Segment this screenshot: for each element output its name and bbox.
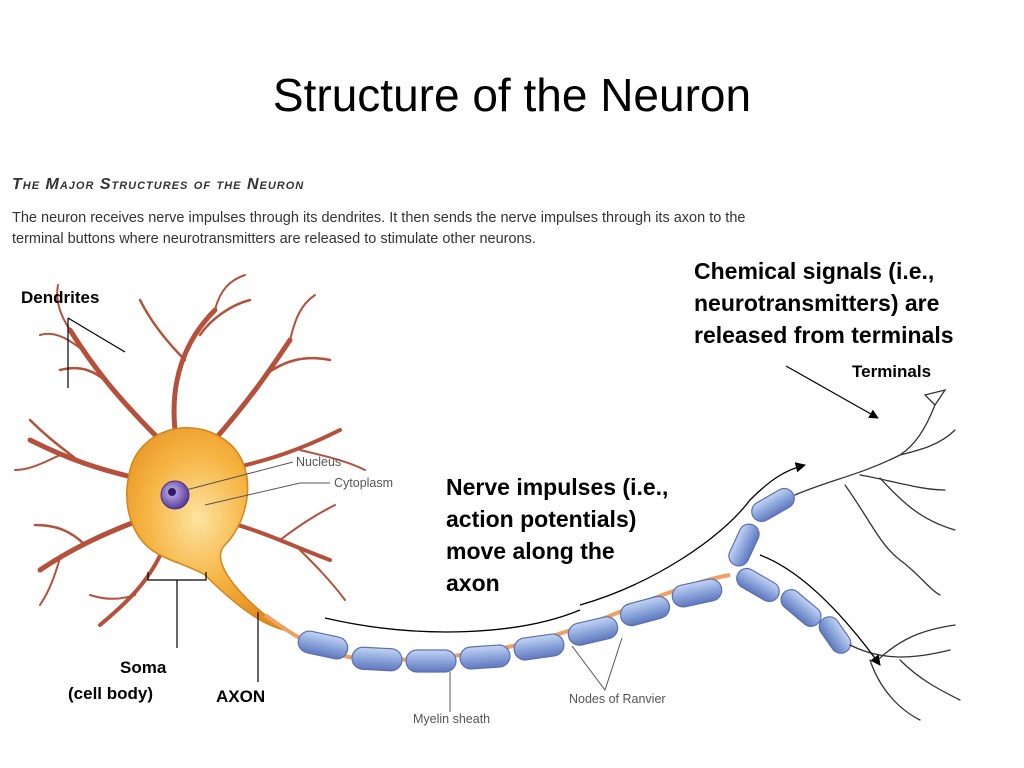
impulse-callout-line4: axon [446, 570, 500, 596]
soma-label-line1: Soma [120, 658, 167, 677]
intro-text: The neuron receives nerve impulses throu… [12, 210, 746, 247]
cytoplasm-pointer [204, 482, 330, 506]
axon-label: AXON [216, 687, 266, 706]
dendrites-label: Dendrites [21, 288, 100, 307]
impulse-callout-line2: action potentials) [446, 506, 637, 532]
nucleus-pointer [185, 461, 294, 491]
page-title: Structure of the Neuron [272, 69, 752, 121]
nucleus-shape [160, 480, 190, 510]
cytoplasm-label: Cytoplasm [334, 476, 394, 490]
nucleus-label: Nucleus [296, 455, 342, 469]
soma-body [125, 427, 286, 631]
myelin-sheath-label: Myelin sheath [413, 712, 491, 726]
nodes-pointer [571, 637, 623, 692]
dendrites-bracket [67, 317, 126, 388]
lower-impulse-arrow [324, 609, 581, 633]
impulse-callout-line3: move along the [446, 538, 615, 564]
chemical-callout-line2: neurotransmitters) are [694, 290, 940, 316]
terminals-pointer [785, 365, 879, 419]
axon-terminals [794, 388, 961, 721]
section-heading: The Major Structures of the Neuron [12, 176, 305, 193]
nodes-of-ranvier-label: Nodes of Ranvier [569, 692, 666, 706]
terminals-label: Terminals [852, 362, 932, 381]
nerve-impulses-callout: Nerve impulses (i.e., action potentials)… [446, 471, 668, 599]
impulse-callout-line1: Nerve impulses (i.e., [446, 474, 669, 500]
branch-impulse-arrow [759, 554, 881, 666]
soma-label-line2: (cell body) [68, 684, 154, 703]
chemical-callout-line3: released from terminals [694, 322, 954, 348]
chemical-callout-line1: Chemical signals (i.e., [694, 258, 935, 284]
chemical-signals-callout: Chemical signals (i.e., neurotransmitter… [694, 255, 954, 351]
myelin-sheath-segments [297, 487, 852, 673]
upper-impulse-arrow [579, 462, 807, 606]
soma-bracket [147, 572, 207, 648]
